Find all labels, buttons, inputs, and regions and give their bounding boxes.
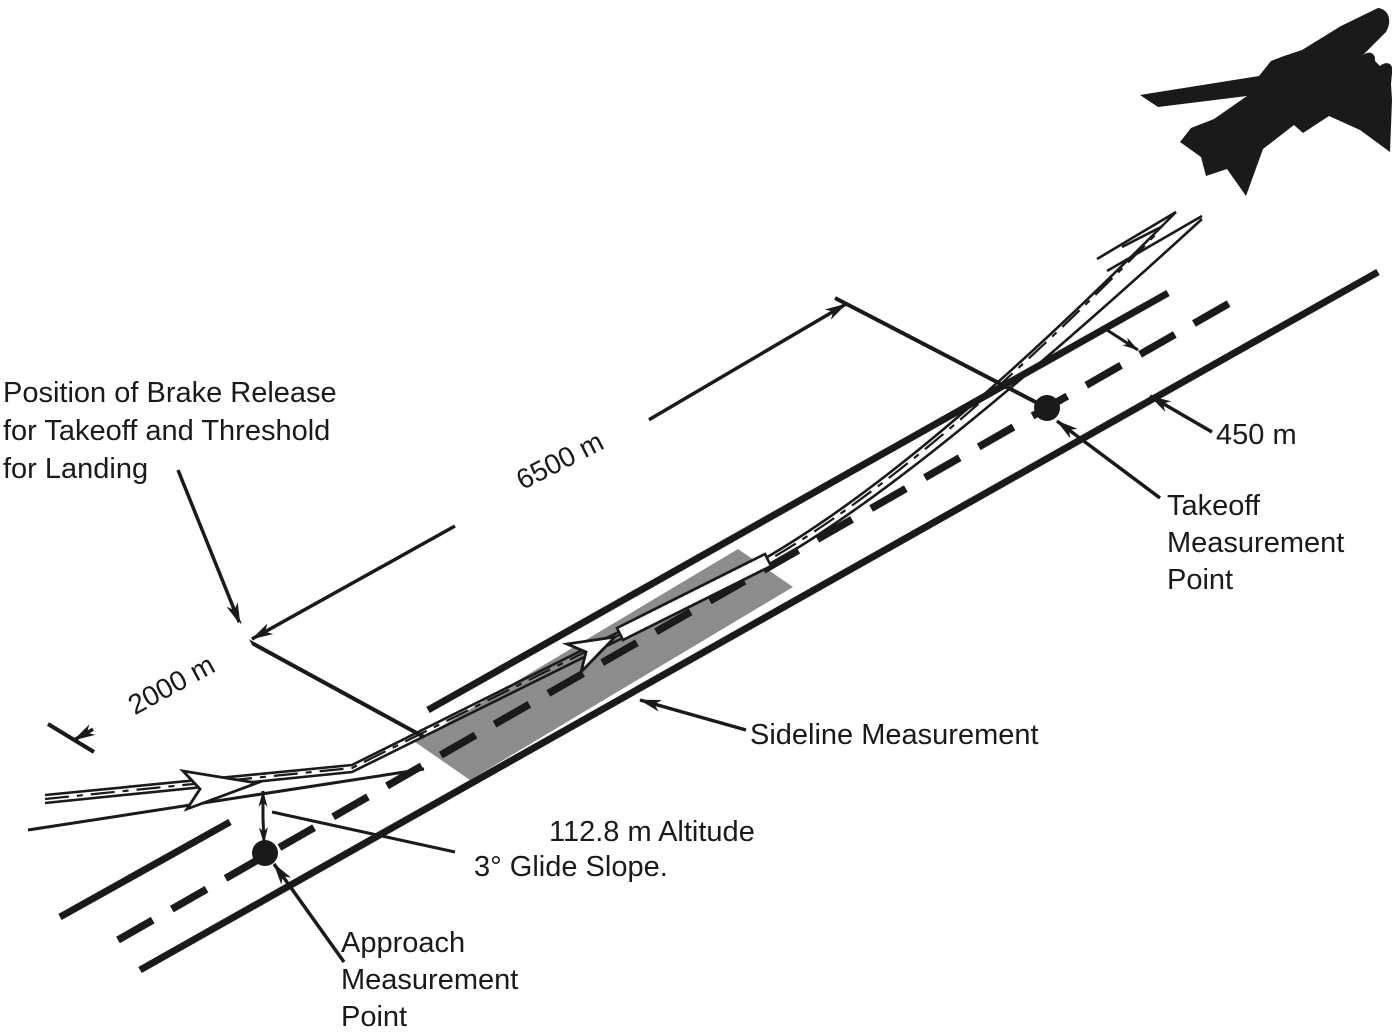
left-sideline-line-lower-segment (58, 818, 232, 921)
takeoff-point-line2: Measurement (1167, 527, 1344, 559)
sideline-leader (639, 698, 747, 732)
dimension-6500 (251, 302, 847, 641)
glide-slope-label: 3° Glide Slope. (474, 851, 668, 883)
takeoff-point-leader (1055, 419, 1162, 500)
aircraft-icon (1096, 8, 1392, 273)
altitude-double-arrow (258, 790, 268, 844)
dim-6500-label-group: 6500 m (460, 393, 660, 529)
glide-slope-leader-lower (271, 810, 456, 854)
approach-point-line3: Point (341, 1001, 407, 1033)
dim-450-leader (1149, 394, 1213, 434)
flight-path-lower-line (44, 218, 1203, 805)
centerline-pointer-arrow (1106, 328, 1139, 352)
sideline-label: Sideline Measurement (750, 719, 1039, 751)
approach-point-line1: Approach (341, 927, 465, 959)
glide-slope-leader-upper (382, 789, 462, 833)
approach-measurement-dot (252, 840, 278, 866)
brake-release-label: Position of Brake Release for Takeoff an… (3, 377, 337, 485)
brake-release-line1: Position of Brake Release (3, 377, 337, 409)
runway-outline-strip (615, 552, 773, 642)
takeoff-point-line3: Point (1167, 564, 1233, 596)
takeoff-point-label: Takeoff Measurement Point (1167, 490, 1344, 596)
dim-450-label: 450 m (1216, 419, 1297, 451)
flight-path-centerline-dashdot (44, 229, 1161, 801)
brake-release-line3: for Landing (3, 453, 148, 485)
approach-point-leader (272, 862, 346, 964)
brake-release-leader (176, 469, 242, 625)
flight-path-upper-line (44, 211, 1177, 797)
motion-strokes (1096, 210, 1203, 273)
takeoff-drop-line (834, 296, 1048, 410)
sideline-lines (58, 268, 1380, 974)
takeoff-measurement-dot (1034, 395, 1060, 421)
takeoff-direction-arrow (561, 635, 619, 677)
brake-release-line2: for Takeoff and Threshold (3, 415, 330, 447)
approach-point-line2: Measurement (341, 964, 518, 996)
approach-dim-tick (46, 722, 96, 754)
threshold-tick-line (227, 628, 425, 739)
right-sideline-line (138, 268, 1380, 974)
takeoff-point-line1: Takeoff (1167, 490, 1261, 522)
flight-path (44, 211, 1203, 805)
altitude-label: 112.8 m Altitude (549, 816, 755, 848)
dim-2000-label-group: 2000 m (81, 621, 263, 751)
approach-direction-arrow (179, 768, 263, 812)
glide-slope-ground-line (27, 767, 425, 832)
left-sideline-line-upper-segment (426, 289, 1170, 714)
approach-point-label: Approach Measurement Point (341, 927, 518, 1033)
